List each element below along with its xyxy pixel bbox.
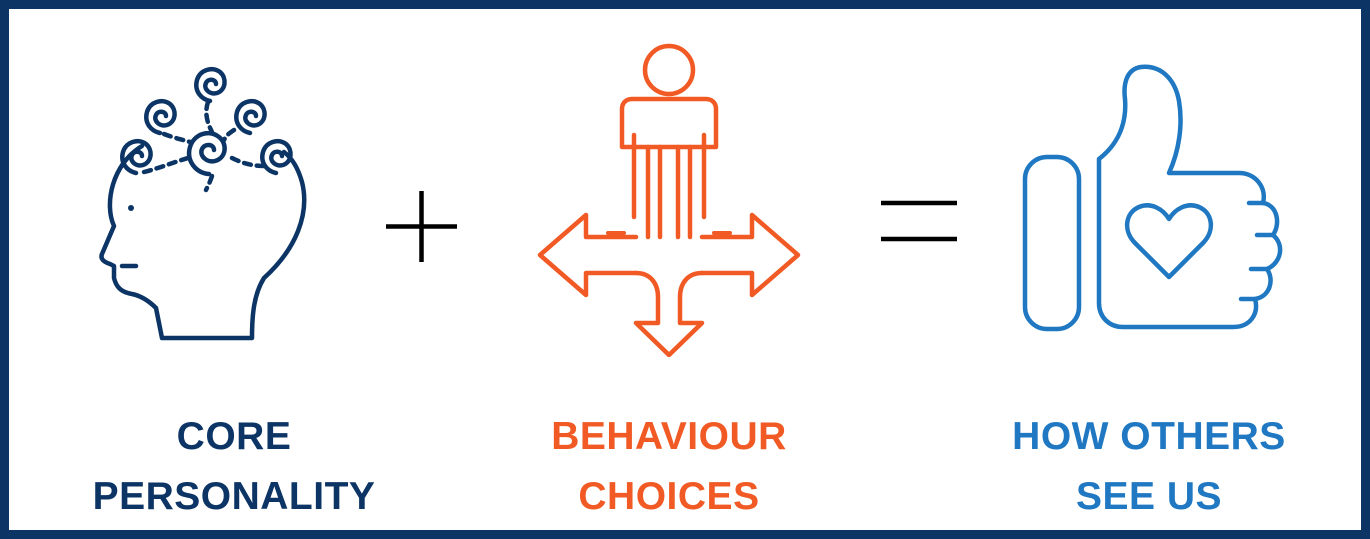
caption-others-line2: SEE US [1075,475,1223,518]
caption-behaviour-choices: BEHAVIOUR CHOICES [489,407,849,527]
head-with-spirals-icon [99,67,307,341]
caption-behaviour-line2: CHOICES [578,475,760,518]
caption-core-line2: PERSONALITY [92,475,376,518]
caption-behaviour-line1: BEHAVIOUR [551,415,787,458]
caption-others-line1: HOW OTHERS [1012,415,1286,458]
caption-how-others-see-us: HOW OTHERS SEE US [969,407,1329,527]
caption-core-line1: CORE [176,415,292,458]
equals-sign-icon [881,200,957,242]
plus-sign-icon [386,191,457,262]
caption-core-personality: CORE PERSONALITY [54,407,414,527]
thumbs-up-heart-icon [1022,64,1283,332]
person-crossroads-arrows-icon [537,43,801,357]
